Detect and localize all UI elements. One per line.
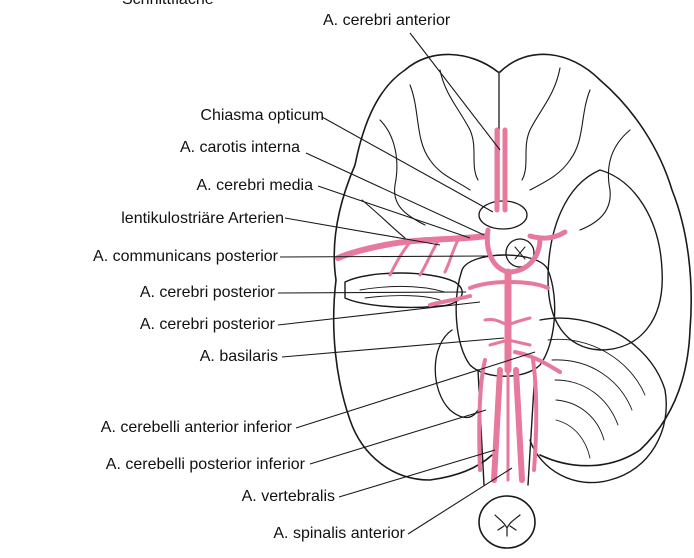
posterior-cerebral-artery [430,282,548,305]
left-hemisphere-outline [334,54,498,480]
label-chiasma-opticum: Chiasma opticum [200,107,324,125]
aica [515,352,560,372]
middle-cerebral-artery-right [530,232,565,238]
spinal-cord-section [479,496,535,548]
label-carotis-interna: A. carotis interna [180,139,300,157]
label-basilaris: A. basilaris [200,348,278,366]
label-cerebelli-anterior-inferior: A. cerebelli anterior inferior [101,419,292,437]
right-hemisphere-outline [500,54,691,465]
label-vertebralis: A. vertebralis [242,488,335,506]
leader-chiasma [322,117,493,212]
leader-vertebralis [339,450,495,497]
leader-carotis [306,153,484,235]
label-spinalis-anterior: A. spinalis anterior [273,525,405,543]
leader-cerebri-anterior [410,33,500,150]
label-cerebri-anterior: A. cerebri anterior [323,12,450,30]
leader-pica [310,410,486,464]
leader-communicans [280,256,488,257]
label-cerebri-posterior-2: A. cerebri posterior [140,316,275,334]
label-lentikulostriaere-arterien: lentikulostriäre Arterien [121,210,284,228]
label-cerebelli-posterior-inferior: A. cerebelli posterior inferior [106,456,305,474]
cut-surface-label: Schnittfläche [122,0,214,9]
middle-cerebral-artery-left [338,236,486,258]
label-cerebri-posterior-1: A. cerebri posterior [140,284,275,302]
anterior-cerebral-artery [497,130,505,210]
leader-lentikulostriaere [285,218,440,245]
leader-spinalis [408,468,512,534]
label-communicans-posterior: A. communicans posterior [93,248,278,266]
leader-posterior-1 [278,292,466,293]
label-cerebri-media: A. cerebri media [197,177,314,195]
leader-basilaris [282,338,504,357]
right-temporal-lobe [548,170,662,350]
